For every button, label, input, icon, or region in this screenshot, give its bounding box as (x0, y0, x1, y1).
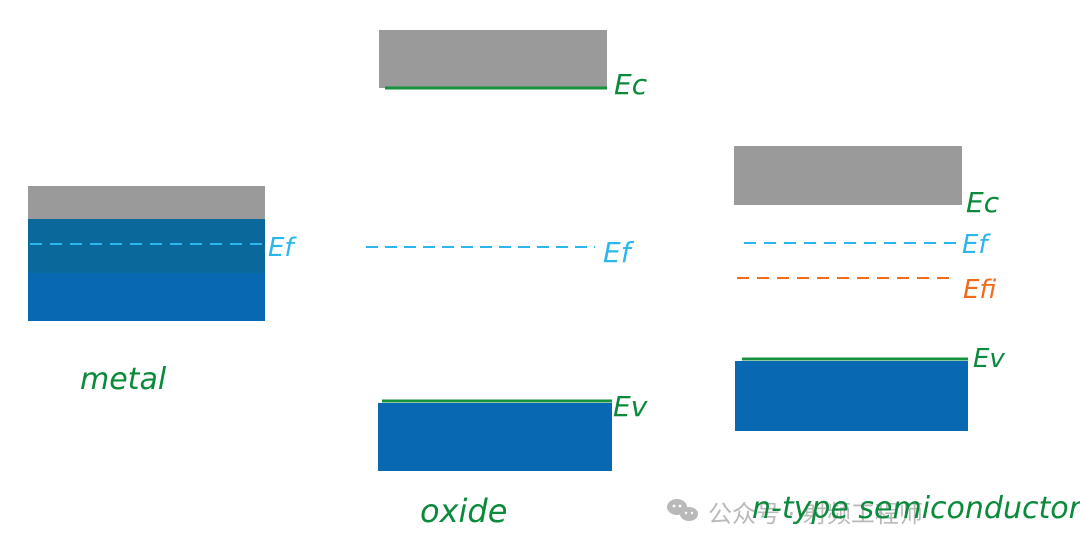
semiconductor-ef-label: Ef (962, 230, 991, 260)
oxide-label: oxide (420, 492, 507, 530)
metal-ef-label: Ef (268, 233, 297, 263)
semiconductor-ec-label: Ec (966, 186, 1000, 219)
wechat-icon (667, 499, 698, 521)
semiconductor-label: n-type semiconductor (752, 491, 1080, 526)
oxide-ev-label: Ev (613, 390, 648, 423)
watermark-text: 公众号 · 射频工程师 (708, 500, 923, 528)
metal-band-group: Ef metal (28, 186, 297, 397)
semiconductor-efi-label: Efi (963, 275, 996, 305)
semiconductor-conduction-band (734, 146, 962, 205)
semiconductor-band-group: Ec Ef Efi Ev (734, 146, 1005, 431)
metal-filled-band (28, 273, 265, 321)
metal-overlap-band (28, 219, 265, 275)
metal-label: metal (80, 362, 167, 397)
watermark: 公众号 · 射频工程师 (667, 499, 923, 528)
semiconductor-ev-label: Ev (973, 344, 1005, 374)
oxide-conduction-band (379, 30, 607, 88)
oxide-ef-label: Ef (603, 236, 635, 269)
oxide-valence-band (378, 403, 612, 471)
metal-upper-band (28, 186, 265, 221)
oxide-ec-label: Ec (614, 68, 648, 101)
oxide-band-group: Ec Ef Ev oxide (366, 30, 648, 530)
semiconductor-valence-band (735, 361, 968, 431)
